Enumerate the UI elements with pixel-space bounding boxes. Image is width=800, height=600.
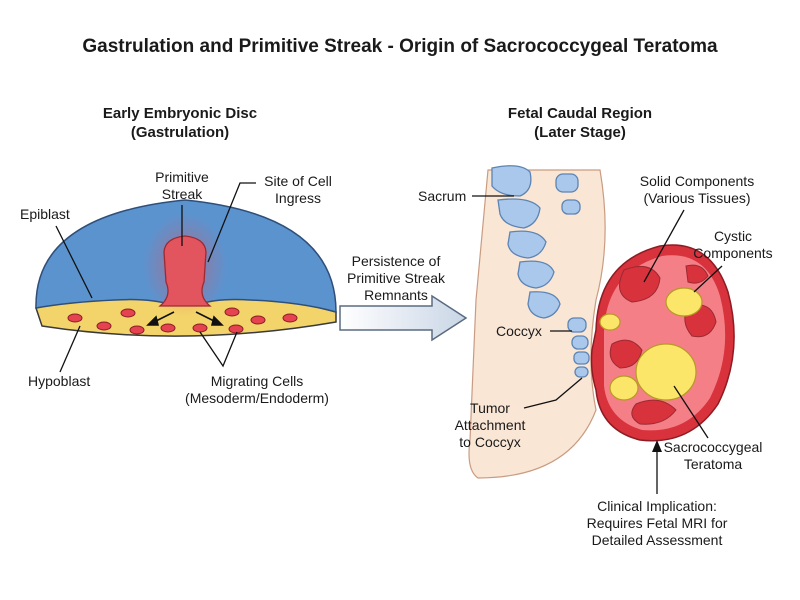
label-clinical-2: Requires Fetal MRI for — [587, 515, 728, 531]
label-cystic-1: Cystic — [714, 228, 752, 244]
leader-hypoblast — [59, 325, 81, 373]
cystic-components — [599, 287, 703, 401]
leader-teratoma — [673, 385, 709, 439]
label-teratoma-1: Sacrococcygeal — [664, 439, 763, 455]
embryonic-disc — [35, 199, 337, 337]
leader-cystic — [693, 265, 723, 293]
migrating-cells — [67, 307, 298, 335]
label-clinical-3: Detailed Assessment — [592, 532, 723, 548]
arrow-label-2: Primitive Streak — [347, 270, 446, 286]
sacrococcygeal-teratoma — [590, 244, 735, 442]
migration-arrows — [146, 311, 224, 326]
label-migrating-cells-2: (Mesoderm/Endoderm) — [185, 390, 329, 406]
arrow-label-3: Remnants — [364, 287, 428, 303]
persistence-arrow — [339, 294, 468, 342]
label-coccyx: Coccyx — [496, 323, 542, 339]
label-epiblast: Epiblast — [20, 206, 70, 222]
label-teratoma-2: Teratoma — [684, 456, 743, 472]
page-title: Gastrulation and Primitive Streak - Orig… — [82, 36, 718, 57]
label-migrating-cells-1: Migrating Cells — [211, 373, 304, 389]
sacrum-spine — [491, 165, 581, 319]
leader-epiblast — [55, 225, 93, 299]
leader-solid — [643, 209, 685, 283]
fetal-body — [468, 169, 606, 479]
label-primitive-streak-1: Primitive — [155, 169, 209, 185]
leader-site-ingress — [207, 182, 256, 263]
label-cystic-2: Components — [693, 245, 772, 261]
arrow-label-1: Persistence of — [352, 253, 441, 269]
label-site-ingress-1: Site of Cell — [264, 173, 332, 189]
label-site-ingress-2: Ingress — [275, 190, 321, 206]
label-sacrum: Sacrum — [418, 188, 466, 204]
label-hypoblast: Hypoblast — [28, 373, 90, 389]
label-tumor-attachment-3: to Coccyx — [459, 434, 520, 450]
primitive-streak — [158, 235, 212, 307]
coccyx-bones — [567, 317, 590, 378]
label-clinical-1: Clinical Implication: — [597, 498, 717, 514]
left-heading-line1: Early Embryonic Disc — [103, 105, 257, 122]
label-tumor-attachment-2: Attachment — [455, 417, 526, 433]
clinical-arrow — [652, 440, 662, 494]
right-heading-line2: (Later Stage) — [534, 124, 626, 141]
fetal-caudal-region — [468, 165, 735, 479]
label-solid-2: (Various Tissues) — [643, 190, 750, 206]
left-heading-line2: (Gastrulation) — [131, 124, 229, 141]
right-heading-line1: Fetal Caudal Region — [508, 105, 652, 122]
leader-migrating-cells — [199, 331, 238, 368]
label-tumor-attachment-1: Tumor — [470, 400, 510, 416]
label-primitive-streak-2: Streak — [162, 186, 203, 202]
leader-tumor-attachment — [523, 377, 583, 409]
label-solid-1: Solid Components — [640, 173, 754, 189]
